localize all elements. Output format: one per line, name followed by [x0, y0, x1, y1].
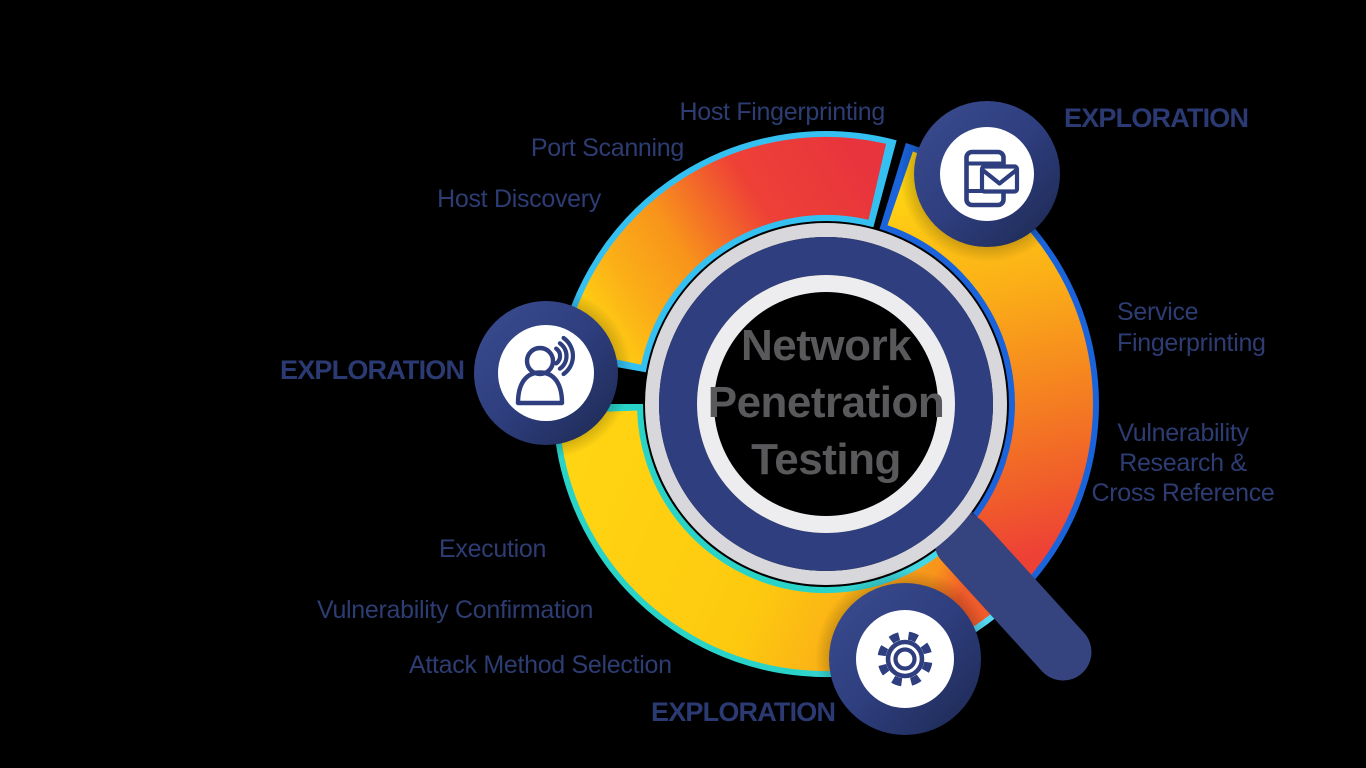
magnifier-ring — [645, 223, 1007, 585]
badge-bottom — [815, 569, 995, 749]
gear-icon — [877, 631, 933, 687]
label-service-fingerprinting: Service Fingerprinting — [1117, 298, 1266, 357]
badge-top-right — [899, 86, 1075, 262]
label-attack-method-selection: Attack Method Selection — [409, 651, 672, 679]
label-vulnerability-confirmation: Vulnerability Confirmation — [317, 596, 594, 624]
diagram-title: Network Penetration Testing — [707, 321, 945, 484]
badge-face — [856, 610, 954, 708]
label-execution: Execution — [439, 535, 547, 563]
label-vulnerability-research: Vulnerability Research & Cross Reference — [1091, 419, 1275, 507]
lens-inner-silver-ring — [697, 275, 955, 533]
label-port-scanning: Port Scanning — [530, 134, 684, 162]
heading-exploration-left: EXPLORATION — [280, 355, 465, 385]
arc-segment-top — [557, 131, 897, 374]
lens-outer-silver-ring — [645, 223, 1007, 585]
heading-exploration-bottom: EXPLORATION — [651, 697, 836, 727]
heading-exploration-top-right: EXPLORATION — [1064, 103, 1249, 133]
label-host-fingerprinting: Host Fingerprinting — [679, 98, 885, 126]
mobile-message-icon — [964, 149, 1020, 208]
person-broadcast-icon — [515, 335, 575, 406]
label-host-discovery: Host Discovery — [437, 185, 601, 213]
badge-left — [460, 287, 632, 459]
lens-navy-ring — [659, 237, 993, 571]
